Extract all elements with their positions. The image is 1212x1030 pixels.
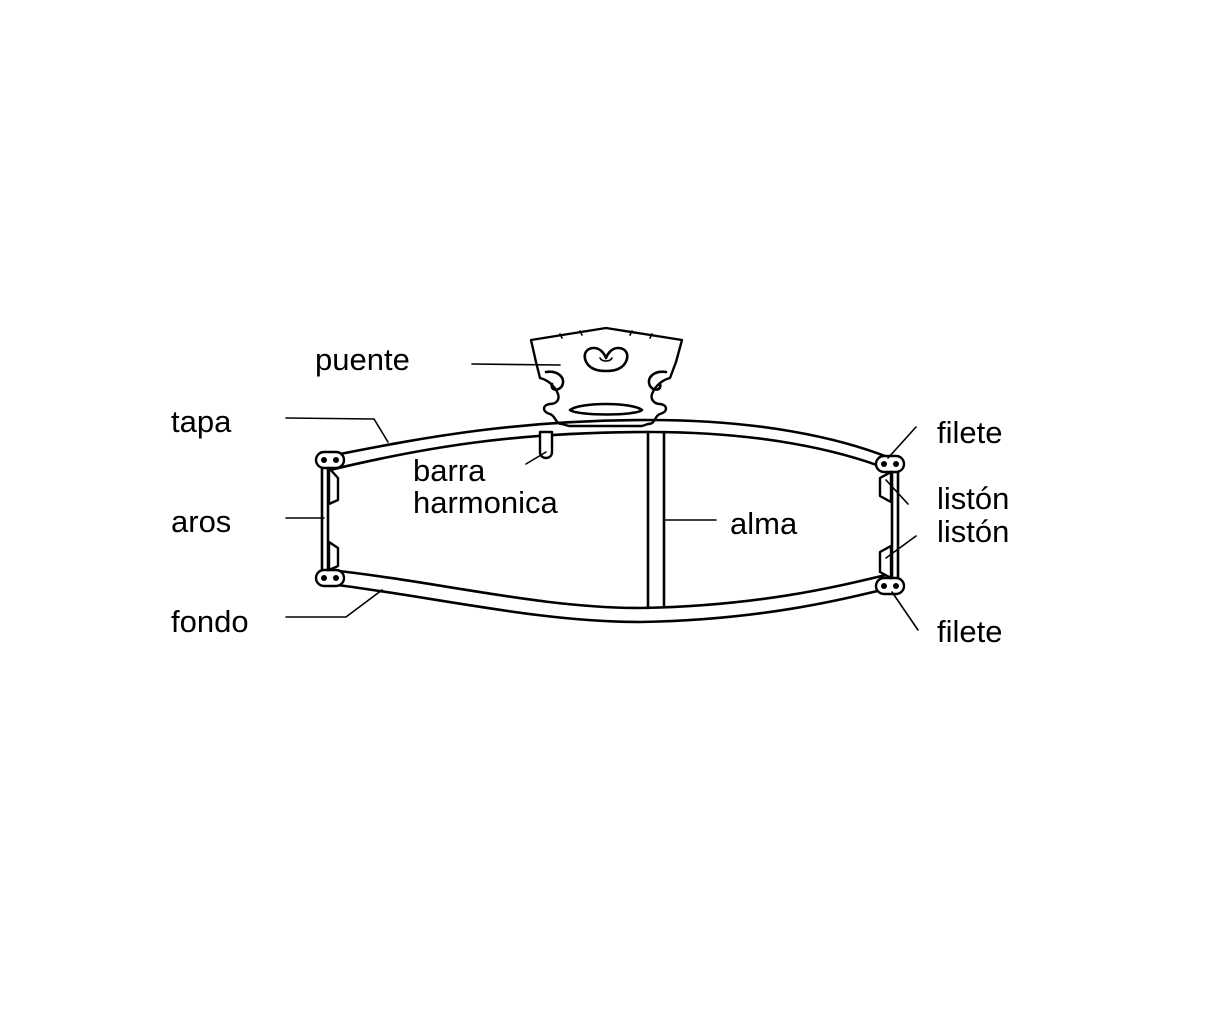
sound-post-shape bbox=[646, 430, 666, 610]
label-liston-top: listón bbox=[937, 481, 1010, 516]
ribs-shape bbox=[320, 466, 900, 580]
label-harmonica: harmonica bbox=[413, 485, 558, 520]
label-puente: puente bbox=[315, 342, 410, 377]
edges-purfling bbox=[314, 450, 906, 596]
back-plate-shape bbox=[328, 568, 892, 624]
label-filete-bottom: filete bbox=[937, 614, 1003, 649]
label-alma: alma bbox=[730, 506, 798, 541]
label-barra: barra bbox=[413, 453, 486, 488]
label-aros: aros bbox=[171, 504, 232, 539]
leader-lines bbox=[285, 363, 919, 631]
label-fondo: fondo bbox=[171, 604, 249, 639]
top-plate-shape bbox=[328, 418, 892, 472]
label-filete-top: filete bbox=[937, 415, 1003, 450]
label-liston-bottom: listón bbox=[937, 514, 1010, 549]
linings-shape bbox=[327, 466, 893, 580]
bridge-shape bbox=[529, 326, 684, 428]
label-barra-harmonica: barra harmonica bbox=[413, 455, 558, 519]
label-tapa: tapa bbox=[171, 404, 232, 439]
